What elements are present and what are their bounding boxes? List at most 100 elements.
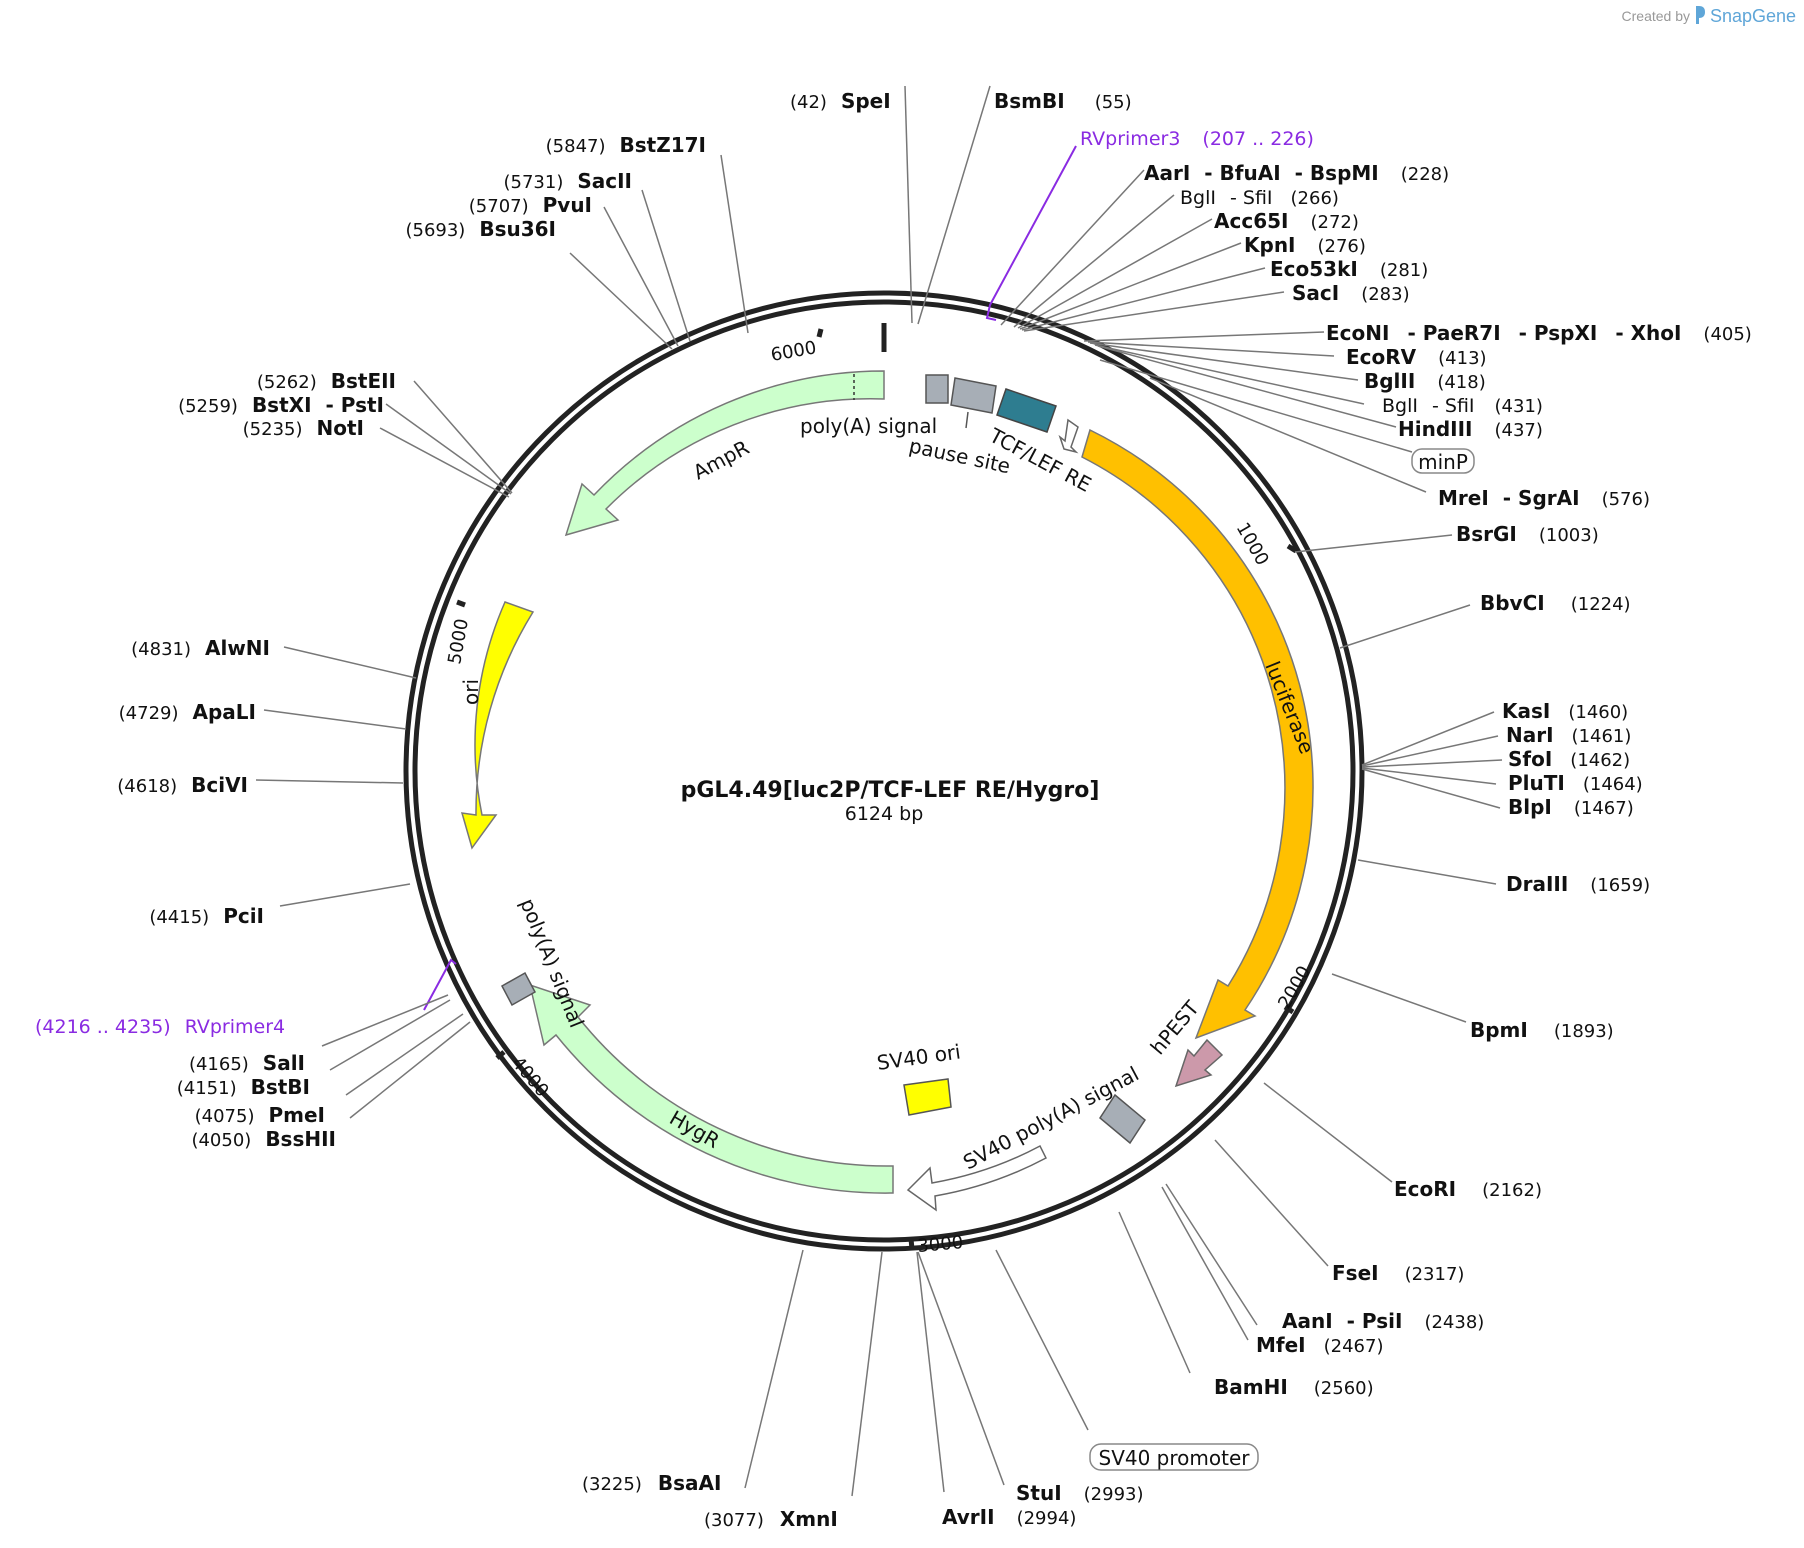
site-xmni[interactable]: (3077)XmnI bbox=[704, 1507, 838, 1531]
site-bgli1-name-1: BglI bbox=[1180, 187, 1216, 209]
mfei-leader bbox=[1161, 1186, 1249, 1341]
site-bstz17i-name: BstZ17I bbox=[620, 133, 706, 157]
site-bgli1[interactable]: BglI- SfiI(266) bbox=[1180, 187, 1339, 209]
site-blpi[interactable]: BlpI(1467) bbox=[1508, 795, 1634, 819]
site-econi-pos: (405) bbox=[1703, 324, 1751, 345]
site-aani[interactable]: AanI- PsiI(2438) bbox=[1282, 1309, 1484, 1333]
aani-leader bbox=[1165, 1183, 1258, 1326]
site-acc65i[interactable]: Acc65I(272) bbox=[1214, 209, 1359, 233]
sv40-polya-box[interactable] bbox=[1099, 1093, 1146, 1145]
site-bglii[interactable]: BglII(418) bbox=[1364, 369, 1486, 393]
site-ecori[interactable]: EcoRI(2162) bbox=[1394, 1177, 1542, 1201]
minp-leader bbox=[1099, 359, 1413, 453]
sv40-ori-box[interactable] bbox=[903, 1078, 952, 1116]
site-ecorv[interactable]: EcoRV(413) bbox=[1346, 345, 1487, 369]
site-mfei-name: MfeI bbox=[1256, 1333, 1306, 1357]
site-sacii[interactable]: (5731)SacII bbox=[504, 169, 633, 193]
primer-rv3[interactable]: RVprimer3 (207 .. 226) bbox=[1080, 128, 1314, 150]
site-saci[interactable]: SacI(283) bbox=[1292, 281, 1410, 305]
site-bstbi[interactable]: (4151)BstBI bbox=[177, 1075, 310, 1099]
site-stui[interactable]: StuI(2993) bbox=[1016, 1481, 1144, 1505]
acc65i-leader bbox=[1017, 218, 1213, 329]
site-bstxi[interactable]: (5259)BstXI- PstI bbox=[178, 393, 384, 417]
site-bcivi[interactable]: (4618)BciVI bbox=[117, 773, 248, 797]
site-eco53ki[interactable]: Eco53kI(281) bbox=[1270, 257, 1428, 281]
site-avrii[interactable]: AvrII(2994) bbox=[942, 1505, 1076, 1529]
pcii-leader bbox=[279, 883, 411, 907]
enzyme-labels-left[interactable]: (4216 .. 4235)RVprimer4 (4050)BssHII (40… bbox=[35, 133, 706, 1151]
bsaai-leader bbox=[744, 1249, 804, 1489]
eco53ki-leader bbox=[1021, 267, 1266, 331]
site-pvui[interactable]: (5707)PvuI bbox=[469, 193, 592, 217]
site-bstz17i[interactable]: (5847) BstZ17I bbox=[546, 133, 706, 157]
tick-5000 bbox=[456, 599, 466, 608]
site-sfoi[interactable]: SfoI(1462) bbox=[1508, 747, 1630, 771]
ori-arrow[interactable] bbox=[460, 601, 535, 850]
hpest-arrow[interactable] bbox=[1174, 1038, 1224, 1088]
pause-box-2[interactable] bbox=[950, 377, 997, 414]
site-alwni[interactable]: (4831)AlwNI bbox=[131, 636, 270, 660]
primer-rv3-pos: (207 .. 226) bbox=[1202, 128, 1314, 150]
site-bsshii-pos: (4050) bbox=[191, 1130, 251, 1151]
site-alwni-pos: (4831) bbox=[131, 639, 191, 660]
sali-leader bbox=[321, 994, 449, 1047]
site-bsaai[interactable]: (3225)BsaAI bbox=[582, 1471, 721, 1495]
site-apali[interactable]: (4729)ApaLI bbox=[119, 700, 256, 724]
site-bgli2-name-2: SfiI bbox=[1445, 395, 1475, 417]
site-bgli2[interactable]: BglI- SfiI(431) bbox=[1382, 395, 1543, 417]
site-draiii[interactable]: DraIII(1659) bbox=[1506, 872, 1650, 896]
sv40-promoter-arrow[interactable] bbox=[906, 1144, 1047, 1212]
polya-left-box[interactable] bbox=[500, 971, 537, 1007]
site-bsu36i[interactable]: (5693)Bsu36I bbox=[405, 217, 556, 241]
saci-leader bbox=[1023, 291, 1285, 332]
site-mrei[interactable]: MreI- SgrAI(576) bbox=[1438, 486, 1650, 510]
site-bamhi[interactable]: BamHI(2560) bbox=[1214, 1375, 1374, 1399]
primer-rv3-name: RVprimer3 bbox=[1080, 128, 1180, 150]
ecori-leader bbox=[1263, 1082, 1393, 1183]
site-pcii-pos: (4415) bbox=[149, 907, 209, 928]
site-pcii[interactable]: (4415)PciI bbox=[149, 904, 264, 928]
site-econi[interactable]: EcoNI- PaeR7I- PspXI- XhoI(405) bbox=[1326, 321, 1752, 345]
site-sali-pos: (4165) bbox=[189, 1054, 249, 1075]
site-bsmbi-pos: (55) bbox=[1095, 92, 1132, 113]
site-noti[interactable]: (5235)NotI bbox=[243, 416, 364, 440]
site-bstz17i-pos: (5847) bbox=[546, 136, 606, 157]
site-aari[interactable]: AarI- BfuAI- BspMI(228) bbox=[1144, 161, 1449, 185]
bcivi-leader bbox=[255, 779, 404, 784]
site-bstbi-name: BstBI bbox=[251, 1075, 310, 1099]
site-bbvci[interactable]: BbvCI(1224) bbox=[1480, 591, 1631, 615]
enzyme-labels-top-right[interactable]: (42)SpeI BsmBI(55) RVprimer3 (207 .. 226)… bbox=[582, 89, 1752, 1531]
site-bsteii[interactable]: (5262)BstEII bbox=[257, 369, 396, 393]
site-bsshii[interactable]: (4050)BssHII bbox=[191, 1127, 336, 1151]
minp-arrow[interactable] bbox=[1058, 418, 1079, 454]
site-kasi[interactable]: KasI(1460) bbox=[1502, 699, 1628, 723]
site-pluti[interactable]: PluTI(1464) bbox=[1508, 771, 1643, 795]
site-apali-pos: (4729) bbox=[119, 703, 179, 724]
pause-box-1[interactable] bbox=[925, 374, 949, 404]
tcf-lef-box[interactable] bbox=[996, 388, 1057, 433]
site-hindiii[interactable]: HindIII(437) bbox=[1398, 417, 1543, 441]
site-hindiii-pos: (437) bbox=[1494, 420, 1542, 441]
site-spei[interactable]: (42)SpeI bbox=[790, 89, 891, 113]
site-sali[interactable]: (4165)SalI bbox=[189, 1051, 305, 1075]
primer-rv4[interactable]: (4216 .. 4235)RVprimer4 bbox=[35, 1016, 285, 1038]
site-bgli1-name-2: SfiI bbox=[1243, 187, 1273, 209]
site-bsrgi[interactable]: BsrGI(1003) bbox=[1456, 522, 1599, 546]
site-bsmbi[interactable]: BsmBI(55) bbox=[994, 89, 1132, 113]
site-bgli2-name-1: BglI bbox=[1382, 395, 1418, 417]
aari-leader bbox=[1000, 169, 1145, 326]
site-nari[interactable]: NarI(1461) bbox=[1506, 723, 1631, 747]
site-fsei[interactable]: FseI(2317) bbox=[1332, 1261, 1464, 1285]
site-ecorv-pos: (413) bbox=[1438, 348, 1486, 369]
sv40-promoter-box[interactable]: SV40 promoter bbox=[1089, 1443, 1259, 1471]
site-pmei[interactable]: (4075)PmeI bbox=[195, 1103, 325, 1127]
ampr-arrow[interactable] bbox=[564, 370, 885, 537]
site-aani-pos: (2438) bbox=[1424, 1312, 1484, 1333]
minp-box[interactable]: minP bbox=[1411, 448, 1475, 474]
hpest-label: hPEST bbox=[1145, 995, 1204, 1059]
luciferase-arrow[interactable] bbox=[1081, 428, 1314, 1040]
site-mfei[interactable]: MfeI(2467) bbox=[1256, 1333, 1383, 1357]
site-bpmi[interactable]: BpmI(1893) bbox=[1470, 1018, 1614, 1042]
primer-rv4-pos: (4216 .. 4235) bbox=[35, 1016, 171, 1038]
site-kpni[interactable]: KpnI(276) bbox=[1244, 233, 1366, 257]
